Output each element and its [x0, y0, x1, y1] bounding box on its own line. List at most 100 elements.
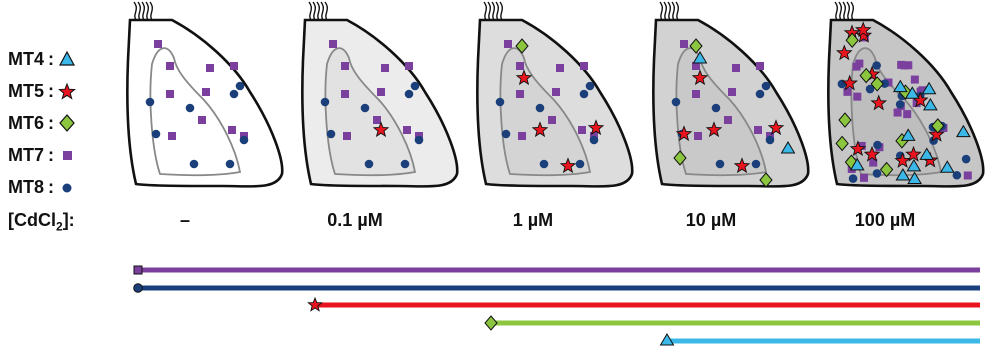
mt7-marker — [518, 132, 526, 140]
mt7-marker — [580, 62, 588, 70]
mt8-marker — [678, 130, 687, 139]
mt5-marker — [533, 123, 547, 137]
onset-marker-square — [134, 266, 142, 274]
leaf-panel — [828, 2, 983, 186]
mt8-marker — [580, 90, 589, 99]
mt8-marker — [415, 136, 424, 145]
vein-outline — [676, 48, 766, 175]
mt8-marker — [866, 85, 875, 94]
triangle-icon — [58, 50, 76, 68]
mt7-marker — [911, 76, 919, 84]
mt7-marker — [897, 61, 905, 69]
mt6-marker — [690, 39, 702, 53]
legend-colon: : — [48, 113, 54, 134]
onset-marker-star — [308, 298, 321, 311]
mt8-marker — [716, 160, 725, 169]
mt7-marker — [918, 86, 926, 94]
mt7-marker — [198, 116, 206, 124]
mt6-marker — [860, 69, 872, 83]
mt7-marker — [403, 126, 411, 134]
onset-marker-circle — [134, 284, 143, 293]
mt5-marker — [769, 121, 783, 135]
legend-colon: : — [48, 49, 54, 70]
mt4-marker — [906, 87, 919, 98]
mt7-marker — [240, 132, 248, 140]
mt4-marker — [957, 126, 970, 137]
mt8-marker — [752, 160, 761, 169]
mt8-marker — [873, 141, 882, 150]
mt8-marker — [152, 130, 161, 139]
mt7-marker — [168, 132, 176, 140]
marker-group — [496, 39, 603, 172]
legend-colon: : — [48, 81, 54, 102]
mt7-marker — [166, 90, 174, 98]
mt7-marker — [228, 126, 236, 134]
mt4-marker — [907, 160, 920, 171]
mt8-marker — [756, 90, 765, 99]
mt7-marker — [853, 93, 861, 101]
mt6-marker — [674, 151, 686, 165]
mt7-marker — [373, 116, 381, 124]
mt8-marker — [321, 98, 330, 107]
mt7-marker — [341, 62, 349, 70]
mt5-marker — [851, 142, 865, 156]
mt7-marker — [692, 62, 700, 70]
mt7-marker — [869, 159, 877, 167]
mt8-marker — [361, 104, 370, 113]
mt5-marker — [865, 67, 879, 81]
mt5-marker — [843, 76, 857, 90]
mt7-marker — [680, 40, 688, 48]
mt7-marker — [917, 88, 925, 96]
mt5-marker — [865, 147, 879, 161]
mt6-marker — [896, 134, 908, 148]
onset-line-mt7 — [134, 266, 980, 274]
legend-item-mt7: MT7 : — [8, 144, 76, 166]
mt7-marker — [756, 62, 764, 70]
mt7-marker — [154, 40, 162, 48]
mt8-marker — [838, 80, 847, 89]
mt8-marker — [590, 136, 599, 145]
mt7-marker — [504, 40, 512, 48]
mt7-marker — [903, 110, 911, 118]
mt8-marker — [230, 90, 239, 99]
onset-line-mt4 — [661, 334, 981, 345]
marker-group — [672, 39, 795, 187]
mt7-marker — [230, 62, 238, 70]
leaf-panels — [127, 2, 983, 187]
mt8-marker — [586, 82, 595, 91]
marker-group — [836, 23, 972, 184]
mt4-marker — [924, 99, 937, 110]
mt8-marker — [766, 136, 775, 145]
circle-icon — [58, 178, 76, 196]
mt8-marker — [896, 100, 905, 109]
mt7-marker — [884, 79, 892, 87]
mt6-marker — [839, 113, 851, 127]
leaf-panel — [477, 2, 632, 186]
onset-marker-triangle — [661, 334, 674, 345]
mt8-marker — [898, 92, 907, 101]
concentration-label-1: 0.1 µM — [280, 210, 430, 231]
mt5-marker — [906, 147, 920, 161]
mt4-marker — [908, 172, 921, 183]
mt8-marker — [502, 130, 511, 139]
mt4-marker — [920, 148, 933, 159]
mt7-marker — [897, 102, 905, 110]
mt8-marker — [540, 160, 549, 169]
mt5-marker — [929, 127, 943, 141]
trichome — [309, 2, 327, 20]
mt8-marker — [953, 171, 962, 180]
mt8-marker — [873, 169, 882, 178]
condition-label: [CdCl2]: — [8, 210, 75, 234]
mt7-marker — [860, 174, 868, 182]
marker-group — [146, 40, 249, 168]
diamond-icon — [58, 114, 76, 132]
mt8-marker — [762, 82, 771, 91]
mt8-marker — [236, 82, 245, 91]
mt7-marker — [202, 88, 210, 96]
mt8-marker — [240, 136, 249, 145]
mt4-marker — [851, 159, 864, 170]
onset-line-mt6 — [485, 316, 980, 330]
mt7-marker — [843, 88, 851, 96]
onset-lines — [134, 266, 980, 345]
condition-label-sub: 2 — [56, 220, 63, 234]
